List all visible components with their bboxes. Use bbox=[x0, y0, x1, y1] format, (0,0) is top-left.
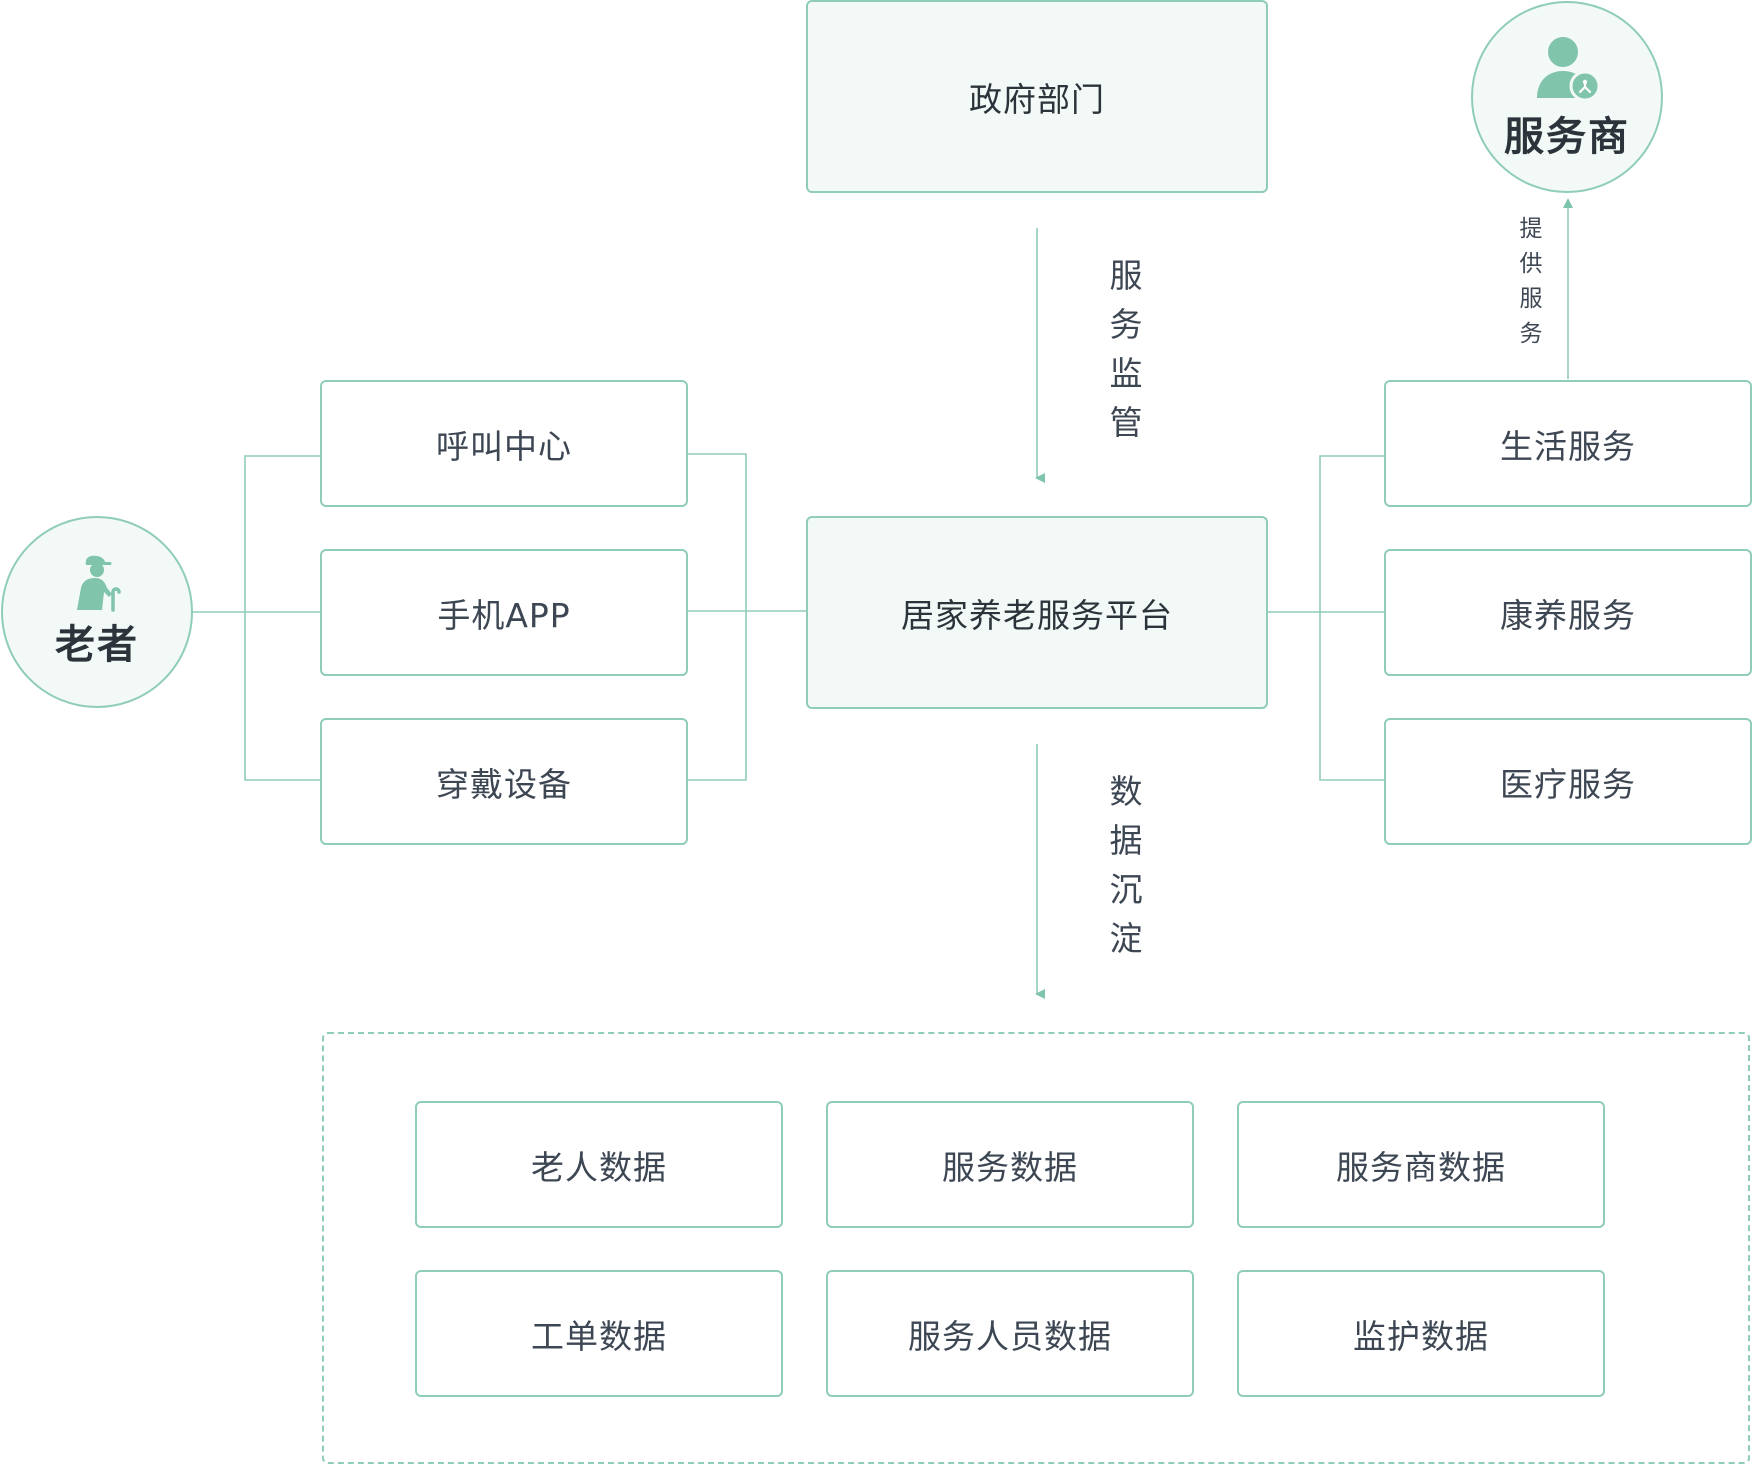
data-item-work-order: 工单数据 bbox=[415, 1270, 783, 1397]
data-item-guardian: 监护数据 bbox=[1237, 1270, 1605, 1397]
channel-mobile-app: 手机APP bbox=[320, 549, 688, 676]
data-item-label: 监护数据 bbox=[1353, 1316, 1489, 1356]
channel-label: 呼叫中心 bbox=[436, 426, 572, 466]
service-medical: 医疗服务 bbox=[1384, 718, 1752, 845]
service-health-care: 康养服务 bbox=[1384, 549, 1752, 676]
service-life: 生活服务 bbox=[1384, 380, 1752, 507]
data-settle-label: 数据沉淀 bbox=[1104, 774, 1143, 970]
platform-label: 居家养老服务平台 bbox=[901, 595, 1173, 635]
data-item-label: 工单数据 bbox=[531, 1316, 667, 1356]
service-label: 康养服务 bbox=[1500, 595, 1636, 635]
channel-wearable: 穿戴设备 bbox=[320, 718, 688, 845]
data-repository-area bbox=[322, 1032, 1750, 1464]
channel-platform-bracket bbox=[688, 453, 747, 781]
data-item-label: 服务商数据 bbox=[1336, 1147, 1506, 1187]
elder-node: 老者 bbox=[1, 516, 193, 708]
data-item-staff: 服务人员数据 bbox=[826, 1270, 1194, 1397]
data-item-label: 老人数据 bbox=[531, 1147, 667, 1187]
data-item-provider: 服务商数据 bbox=[1237, 1101, 1605, 1228]
service-label: 生活服务 bbox=[1500, 426, 1636, 466]
service-bracket bbox=[1319, 455, 1385, 781]
service-label: 医疗服务 bbox=[1500, 764, 1636, 804]
data-item-service: 服务数据 bbox=[826, 1101, 1194, 1228]
data-item-elderly: 老人数据 bbox=[415, 1101, 783, 1228]
elder-label: 老者 bbox=[55, 622, 139, 668]
government-box: 政府部门 bbox=[806, 0, 1268, 193]
elderly-person-icon bbox=[77, 555, 121, 612]
channel-call-center: 呼叫中心 bbox=[320, 380, 688, 507]
service-provider-label: 服务商 bbox=[1504, 114, 1630, 160]
provide-service-label: 提供服务 bbox=[1515, 216, 1541, 356]
government-label: 政府部门 bbox=[969, 79, 1105, 119]
channel-label: 穿戴设备 bbox=[436, 764, 572, 804]
service-provider-icon bbox=[1537, 37, 1601, 102]
channel-label: 手机APP bbox=[437, 595, 571, 635]
service-provider-node: 服务商 bbox=[1471, 1, 1663, 193]
elder-channel-bracket bbox=[244, 455, 322, 781]
data-item-label: 服务数据 bbox=[942, 1147, 1078, 1187]
data-item-label: 服务人员数据 bbox=[908, 1316, 1112, 1356]
platform-box: 居家养老服务平台 bbox=[806, 516, 1268, 709]
supervision-label: 服务监管 bbox=[1104, 258, 1143, 454]
